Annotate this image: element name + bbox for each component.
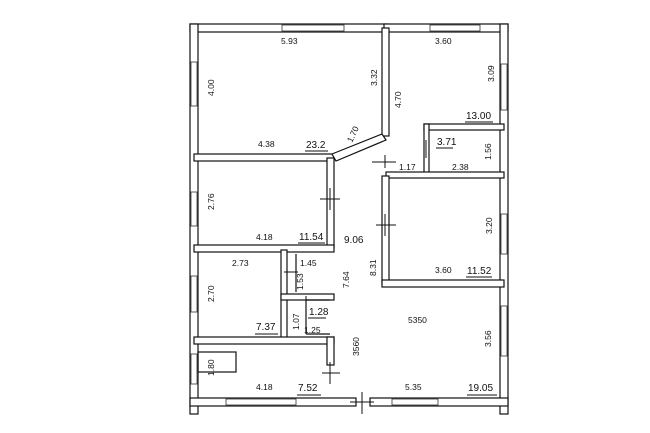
wall-room6-right [326, 336, 335, 366]
window-left-2 [190, 191, 198, 227]
window-right-1 [500, 63, 508, 111]
room1-diag-label: 1.70 [345, 124, 361, 143]
living-width-label: 5.35 [405, 382, 422, 392]
room2-area-label: 13.00 [466, 111, 491, 122]
wall-bottom-right [369, 397, 509, 407]
bath-top-label: 1.45 [300, 258, 317, 268]
room5-height-label: 2.70 [206, 285, 216, 302]
room5-width-label: 2.73 [232, 258, 249, 268]
room1-bottom-label: 4.38 [258, 139, 275, 149]
room3-area-label: 11.54 [299, 232, 324, 243]
room2-right-label: 3.09 [486, 65, 496, 82]
wc-area-label: 1.28 [309, 307, 329, 318]
closet-width-label: 2.38 [452, 162, 469, 172]
room6-area-label: 7.52 [298, 383, 318, 394]
wall-room3-bottom [193, 244, 335, 253]
wall-closet-bottom [385, 171, 505, 179]
closet-height-label: 1.56 [483, 143, 493, 160]
wall-room5-bottom [193, 336, 335, 345]
window-left-3 [190, 275, 198, 313]
wall-room1-bottom [193, 153, 335, 162]
hall-vertical-label: 8.31 [368, 259, 378, 276]
area-underlines [255, 121, 497, 396]
bath-side-label: 1.53 [295, 273, 305, 290]
hall-area-label: 9.06 [344, 235, 364, 246]
room4-height-label: 3.20 [484, 217, 494, 234]
window-bottom-2 [391, 398, 439, 406]
room4-width-label: 3.60 [435, 265, 452, 275]
living-area-label: 19.05 [468, 383, 493, 394]
living-right-label: 3.56 [483, 330, 493, 347]
wc-width-label: 1.25 [304, 325, 321, 335]
labels: 5.93 4.00 3.32 4.38 23.2 1.70 3.60 4.70 … [206, 36, 496, 394]
room2-left-label: 4.70 [393, 91, 403, 108]
room5-area-label: 7.37 [256, 322, 276, 333]
exterior-walls [189, 23, 509, 415]
window-left-1 [190, 61, 198, 107]
room2-width-label: 3.60 [435, 36, 452, 46]
room1-right-label: 3.32 [369, 69, 379, 86]
window-right-2 [500, 213, 508, 255]
window-right-3 [500, 305, 508, 357]
room1-area-label: 23.2 [306, 140, 326, 151]
room3-width-label: 4.18 [256, 232, 273, 242]
room6-width-label: 4.18 [256, 382, 273, 392]
wall-closet-top [423, 123, 505, 131]
window-left-4 [190, 353, 198, 385]
bathtub [197, 351, 237, 373]
wc-height-label: 1.07 [291, 313, 301, 330]
room6-height-label: 1.80 [206, 359, 216, 376]
wall-diagonal [331, 133, 387, 162]
room3-height-label: 2.76 [206, 193, 216, 210]
closet-area-label: 3.71 [437, 137, 457, 148]
living-vertical-label: 3560 [351, 337, 361, 356]
wall-room4-bottom [381, 279, 505, 288]
room4-area-label: 11.52 [467, 266, 492, 277]
window-bottom-1 [225, 398, 297, 406]
wall-room1-right [381, 27, 390, 137]
corridor-top-label: 1.17 [399, 162, 416, 172]
room1-height-label: 4.00 [206, 79, 216, 96]
window-top-right [429, 24, 481, 32]
wall-wc-top [280, 293, 335, 301]
living-dim-label: 5350 [408, 315, 427, 325]
hall-length-label: 7.64 [341, 271, 351, 288]
interior-walls [193, 27, 505, 366]
windows [190, 24, 508, 406]
room1-width-label: 5.93 [281, 36, 298, 46]
window-top-left [281, 24, 345, 32]
door-marks [284, 140, 427, 414]
